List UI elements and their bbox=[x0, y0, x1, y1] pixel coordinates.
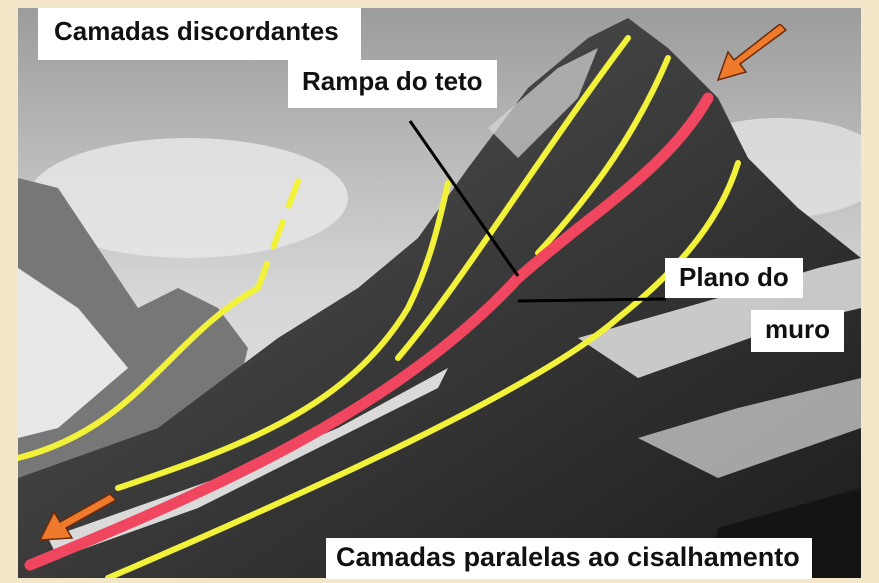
bedding-lines bbox=[18, 35, 741, 578]
snow-band bbox=[638, 378, 861, 478]
label-muro: muro bbox=[751, 310, 844, 352]
plane-leader-line bbox=[517, 297, 667, 303]
ramp-leader-line bbox=[408, 120, 520, 277]
label-rampa-do-teto: Rampa do teto bbox=[288, 60, 497, 108]
label-camadas-paralelas: Camadas paralelas ao cisalhamento bbox=[326, 538, 812, 579]
arrow-down-left-icon bbox=[38, 494, 118, 541]
bedding-line bbox=[395, 35, 631, 361]
snow-band bbox=[488, 48, 598, 158]
snow-patch bbox=[18, 268, 128, 438]
bedding-line bbox=[18, 285, 261, 461]
label-camadas-discordantes: Camadas discordantes bbox=[38, 8, 361, 60]
fault-plane bbox=[24, 92, 714, 571]
bedding-line bbox=[535, 55, 671, 256]
bedding-line bbox=[105, 160, 741, 578]
cloud bbox=[28, 138, 348, 258]
arrow-down-left-icon bbox=[716, 24, 788, 82]
bedding-line-dashed bbox=[255, 165, 306, 291]
bedding-line bbox=[115, 180, 451, 491]
label-plano-do: Plano do bbox=[665, 258, 803, 298]
